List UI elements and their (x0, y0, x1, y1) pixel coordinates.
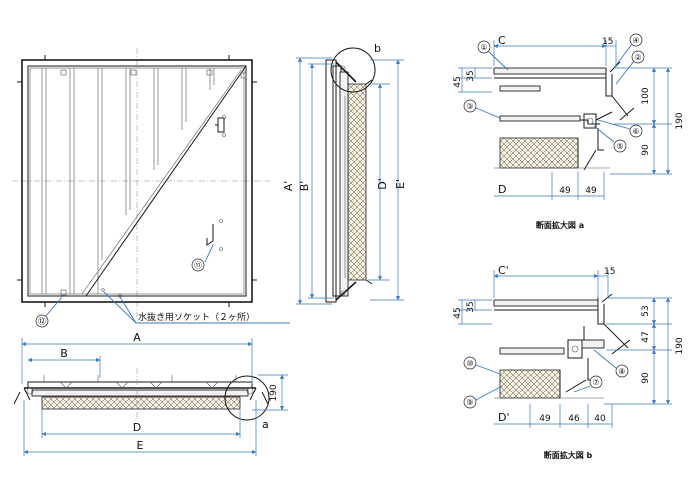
detail-b-15: 15 (604, 267, 615, 277)
side-view-dimensions: A' B' D' E' (282, 57, 407, 305)
detail-b-marker-circle (330, 47, 376, 93)
plan-view (12, 48, 270, 318)
callout-7: ⑦ (592, 378, 599, 387)
detail-b-35: 35 (466, 301, 476, 312)
front-section (13, 368, 269, 420)
detail-a-90: 90 (641, 144, 651, 156)
detail-a-dimensions: C 15 45 35 100 190 90 D 49 49 (453, 34, 685, 200)
callout-11: ⑪ (191, 244, 214, 272)
callout-5: ⑤ (616, 142, 623, 151)
detail-b-D-prime: D' (498, 411, 510, 424)
detail-b-caption: 断面拡大図 b (544, 450, 593, 460)
detail-a-C: C (498, 34, 506, 47)
detail-a-D: D (498, 183, 506, 196)
callout-1: ① (480, 43, 487, 52)
callout-8: ⑧ (618, 367, 625, 376)
detail-a-49a: 49 (559, 186, 571, 196)
detail-b-dimensions: C' 15 45 35 53 47 190 90 D' 49 46 40 (453, 264, 685, 428)
dim-front-190: 190 (269, 384, 279, 401)
detail-b-53: 53 (641, 305, 651, 316)
detail-b-46: 46 (568, 414, 580, 424)
dim-A: A (133, 331, 141, 344)
side-view (325, 59, 373, 303)
detail-b-C-prime: C' (498, 264, 509, 277)
detail-b-190: 190 (675, 337, 685, 354)
drain-socket-note-text: 水抜き用ソケット（２ヶ所） (138, 311, 255, 323)
callout-3: ③ (466, 102, 473, 111)
detail-a-49b: 49 (585, 186, 597, 196)
callout-9: ⑨ (466, 398, 473, 407)
detail-b-90: 90 (641, 372, 651, 384)
callout-10: ⑩ (466, 359, 473, 368)
callout-6: ⑥ (632, 127, 639, 136)
detail-a-100: 100 (641, 87, 651, 104)
detail-a-caption: 断面拡大図 a (536, 220, 584, 230)
detail-b-marker: b (374, 42, 381, 55)
callout-12-label: ⑫ (38, 317, 46, 326)
detail-a-45: 45 (453, 76, 463, 87)
detail-a (493, 61, 635, 171)
detail-b (493, 293, 631, 399)
callout-4: ④ (632, 36, 639, 45)
dim-B: B (60, 347, 68, 360)
callout-12: ⑫ (35, 296, 63, 328)
detail-a-15: 15 (602, 37, 613, 47)
detail-b-49: 49 (539, 414, 551, 424)
front-section-dimensions: A B D E 190 (21, 331, 288, 456)
detail-a-marker-circle (224, 375, 270, 421)
dim-E-prime: E' (394, 179, 407, 189)
dim-E: E (137, 439, 144, 452)
detail-b-callouts: ⑩ ⑨ ⑧ ⑦ (463, 349, 629, 409)
callout-2: ② (634, 53, 641, 62)
detail-b-47: 47 (641, 331, 651, 342)
detail-a-35: 35 (466, 70, 476, 81)
detail-a-callouts: ① ④ ② ③ ⑥ ⑤ (463, 33, 645, 153)
detail-b-45: 45 (453, 307, 463, 318)
dim-D: D (133, 421, 141, 434)
dim-B-prime: B' (298, 181, 311, 192)
detail-a-marker: a (262, 418, 269, 431)
detail-a-190: 190 (675, 112, 685, 129)
detail-b-40: 40 (594, 414, 606, 424)
dim-D-prime: D' (376, 178, 389, 190)
callout-11-label: ⑪ (194, 261, 202, 270)
drain-socket-note: 水抜き用ソケット（２ヶ所） (103, 291, 290, 324)
dim-A-prime: A' (282, 181, 295, 192)
